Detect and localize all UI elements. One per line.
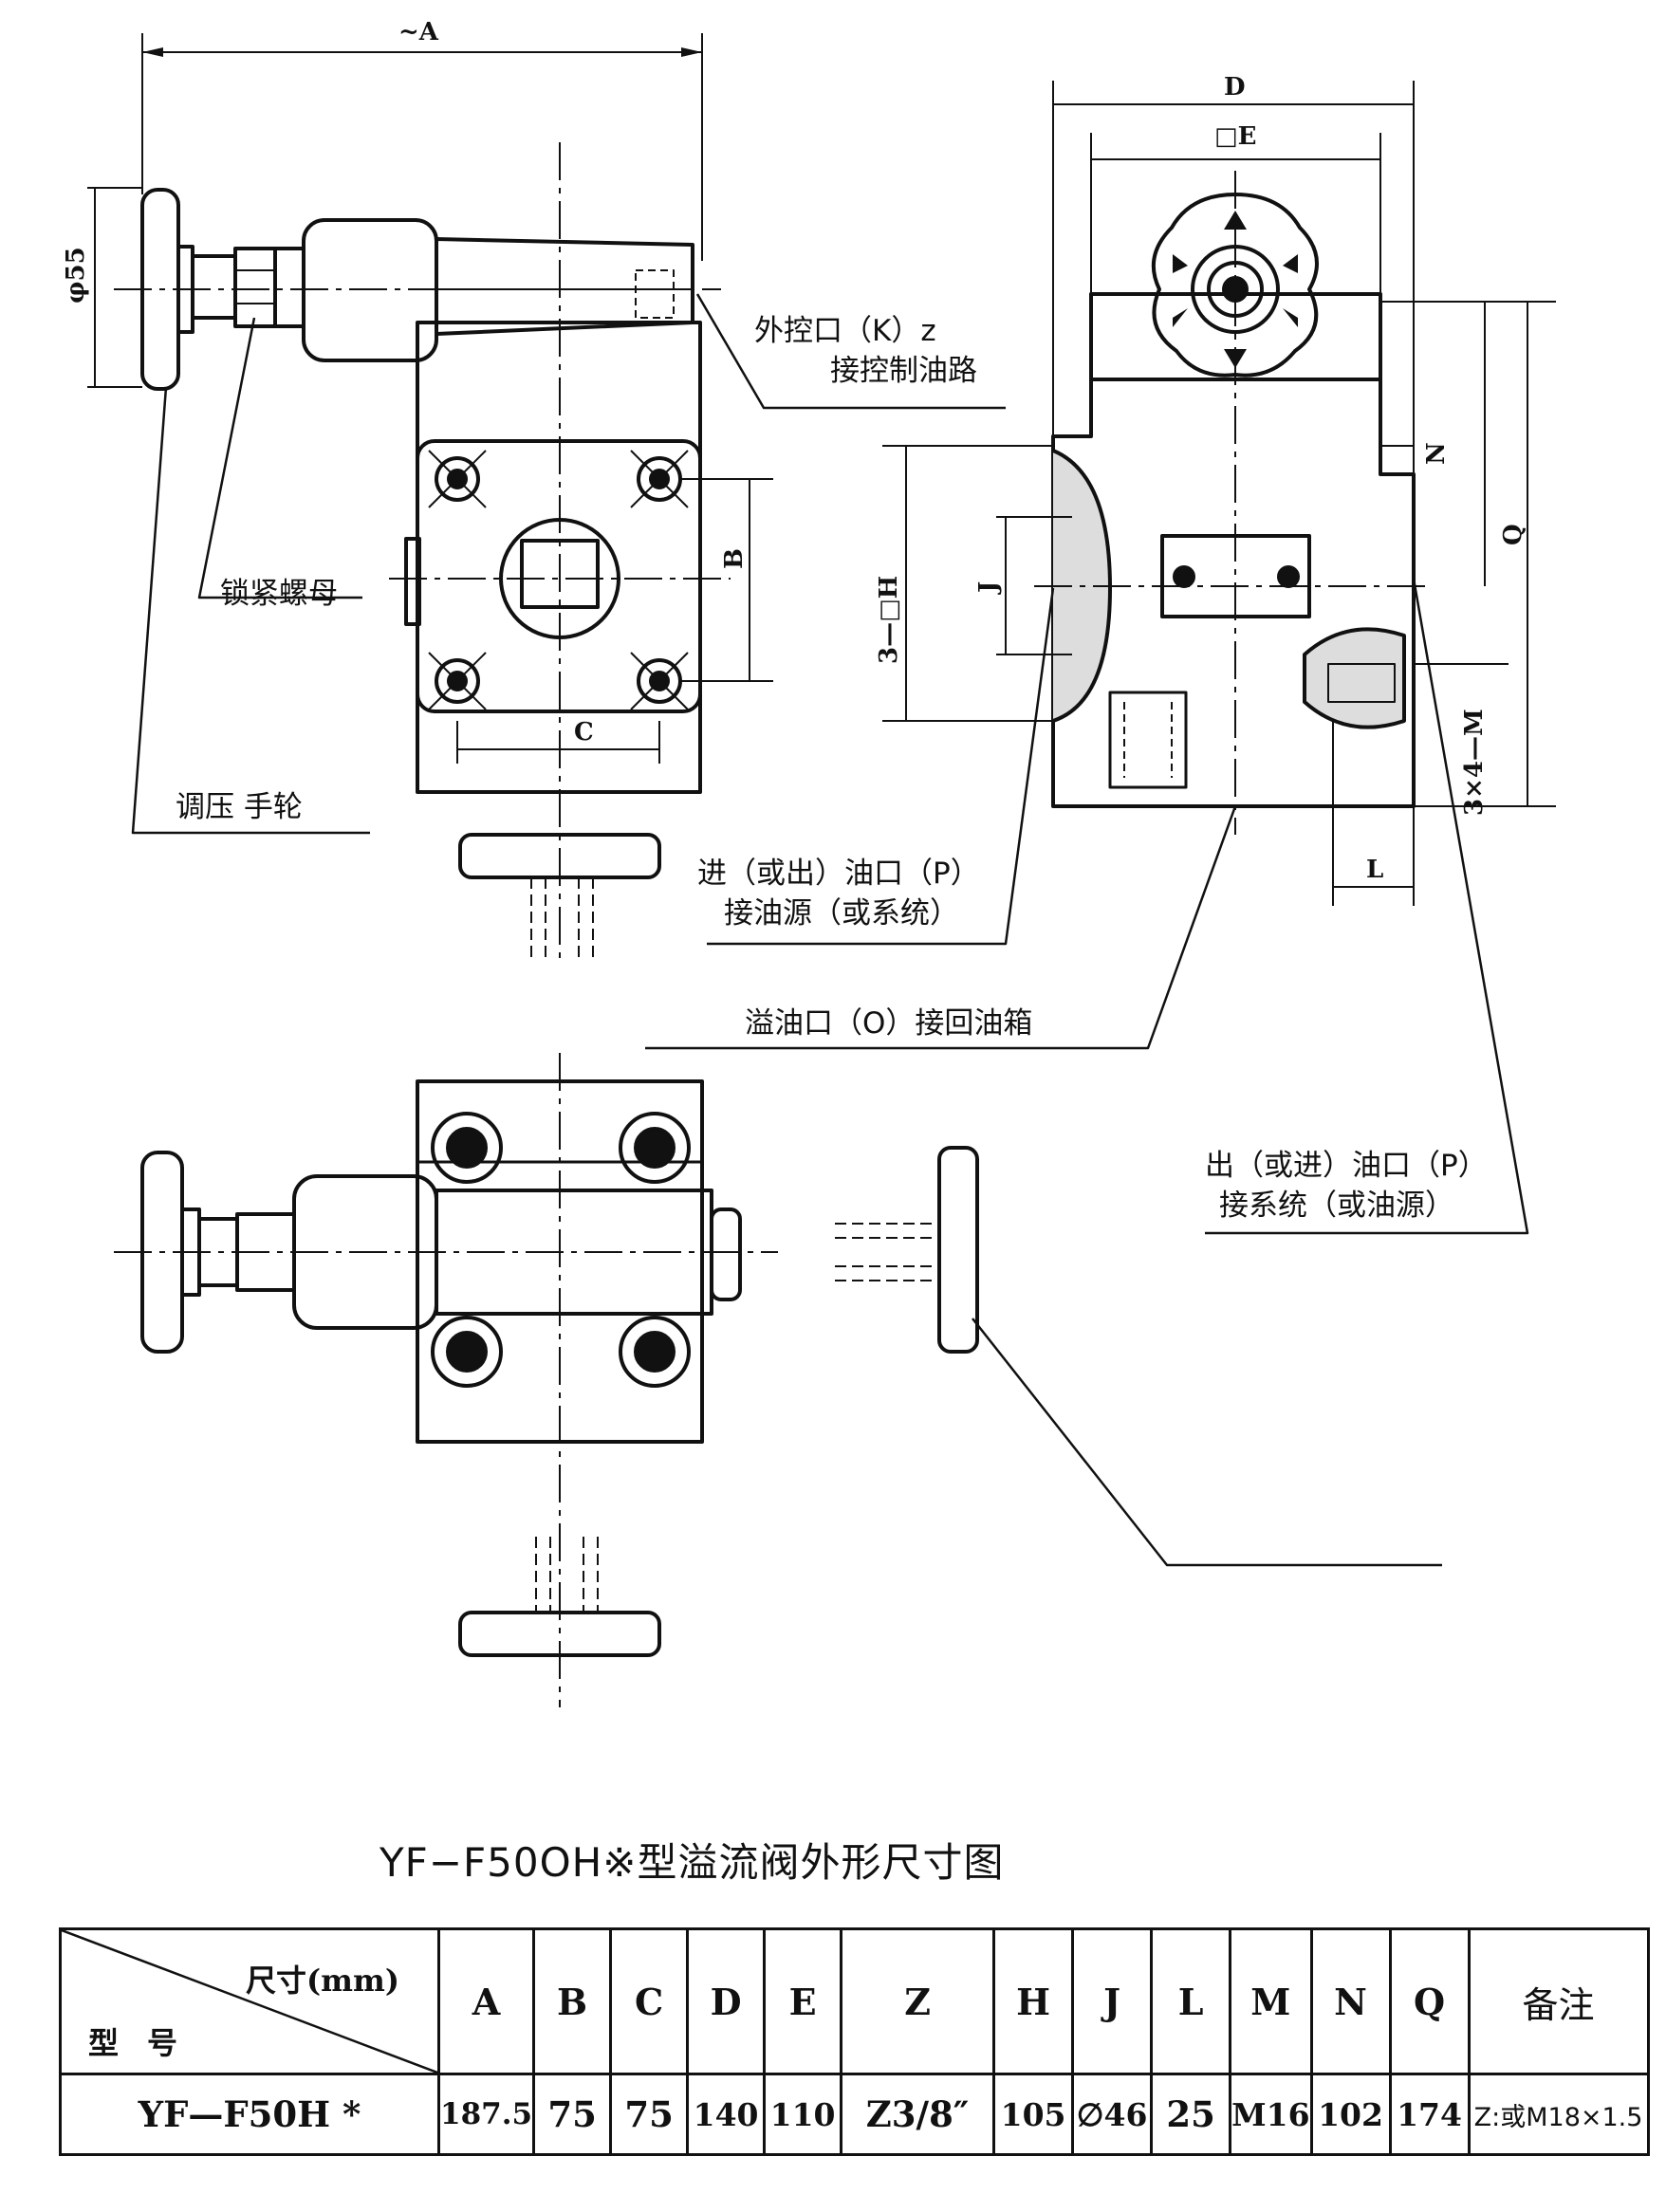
top-view (114, 1053, 778, 1707)
callout-outlet-port-line2: 接系统（或油源） (1219, 1189, 1454, 1223)
front-view: ~A φ55 (62, 18, 773, 958)
table-cell-c: 75 (609, 2073, 690, 2156)
table-header-j: J (1071, 1927, 1154, 2075)
dim-h-label: 3—□H (875, 576, 903, 664)
dim-n-label: N (1422, 442, 1451, 465)
dim-j-label: J (974, 581, 1003, 595)
callout-lock-nut: 锁紧螺母 (220, 574, 338, 614)
callout-outlet-port: 出（或进）油口（P） 接系统（或油源） (1205, 1146, 1488, 1226)
table-cell-z: Z3/8″ (840, 2073, 996, 2156)
dim-e-label: □E (1214, 122, 1256, 151)
table-header-h: H (992, 1927, 1075, 2075)
table-header-a: A (436, 1927, 536, 2075)
dim-d-label: D (1224, 73, 1246, 101)
table-cell-model: YF—F50H * (59, 2073, 440, 2156)
dim-b-label: B (720, 548, 749, 569)
table-cell-h: 105 (992, 2073, 1075, 2156)
table-cell-remark: Z:或M18×1.5 (1467, 2073, 1650, 2156)
callout-inlet-port-line2: 接油源（或系统） (724, 896, 959, 931)
callout-external-port: 外控口（K）z 接控制油路 (754, 311, 977, 391)
callout-inlet-port-line1: 进（或出）油口（P） (697, 857, 980, 891)
table-cell-e: 110 (763, 2073, 843, 2156)
dim-m-label: 3×4—M (1460, 709, 1489, 816)
callout-overflow-port: 溢油口（O）接回油箱 (745, 1004, 1032, 1043)
table-header-b: B (532, 1927, 613, 2075)
table-corner-dimension-label: 尺寸(mm) (245, 1963, 399, 1999)
table-header-l: L (1150, 1927, 1232, 2075)
table-cell-m: M16 (1229, 2073, 1313, 2156)
callout-handwheel-line1: 调压 手轮 (176, 790, 303, 824)
dim-c-label: C (574, 718, 594, 747)
callout-handwheel: 调压 手轮 (176, 787, 303, 827)
table-cell-j: ∅46 (1071, 2073, 1154, 2156)
dim-l-label: L (1366, 856, 1383, 884)
callout-lock-nut-line1: 锁紧螺母 (220, 577, 338, 611)
table-header-q: Q (1388, 1927, 1471, 2075)
table-corner-model-label: 型号 (88, 2025, 207, 2061)
corner-diagonal (62, 1930, 437, 2073)
table-cell-l: 25 (1150, 2073, 1232, 2156)
table-header-z: Z (840, 1927, 996, 2075)
valve-drawing: ~A φ55 (62, 18, 1556, 1707)
table-header-remark: 备注 (1467, 1927, 1650, 2075)
callout-external-port-line1: 外控口（K）z (754, 314, 936, 348)
side-port-view (835, 1146, 979, 1354)
table-header-e: E (763, 1927, 843, 2075)
dim-q-label: Q (1499, 524, 1527, 545)
callout-overflow-port-line1: 溢油口（O）接回油箱 (745, 1006, 1033, 1041)
dimension-table: 尺寸(mm) 型号 A B C D E Z H J L M N Q 备注 YF—… (59, 1927, 1650, 2156)
callout-outlet-port-line1: 出（或进）油口（P） (1205, 1149, 1488, 1183)
dim-phi55-label: φ55 (62, 247, 90, 304)
table-header-n: N (1309, 1927, 1392, 2075)
table-header-row: 尺寸(mm) 型号 A B C D E Z H J L M N Q 备注 (59, 1927, 1650, 2075)
table-cell-b: 75 (532, 2073, 613, 2156)
table-corner-cell: 尺寸(mm) 型号 (59, 1927, 440, 2075)
callout-inlet-port: 进（或出）油口（P） 接油源（或系统） (697, 854, 980, 933)
dim-a-label: ~A (398, 18, 439, 46)
table-cell-a: 187.5 (436, 2073, 536, 2156)
side-view: D □E (875, 73, 1556, 906)
callout-external-port-line2: 接控制油路 (830, 354, 977, 388)
table-cell-q: 174 (1388, 2073, 1471, 2156)
table-header-c: C (609, 1927, 690, 2075)
table-row: YF—F50H * 187.5 75 75 140 110 Z3/8″ 105 … (59, 2073, 1650, 2156)
leader-lines (131, 293, 1529, 1567)
table-header-d: D (686, 1927, 767, 2075)
table-cell-d: 140 (686, 2073, 767, 2156)
table-header-m: M (1229, 1927, 1313, 2075)
table-cell-n: 102 (1309, 2073, 1392, 2156)
figure-title: YF−F50OH※型溢流阀外形尺寸图 (379, 1839, 1005, 1886)
